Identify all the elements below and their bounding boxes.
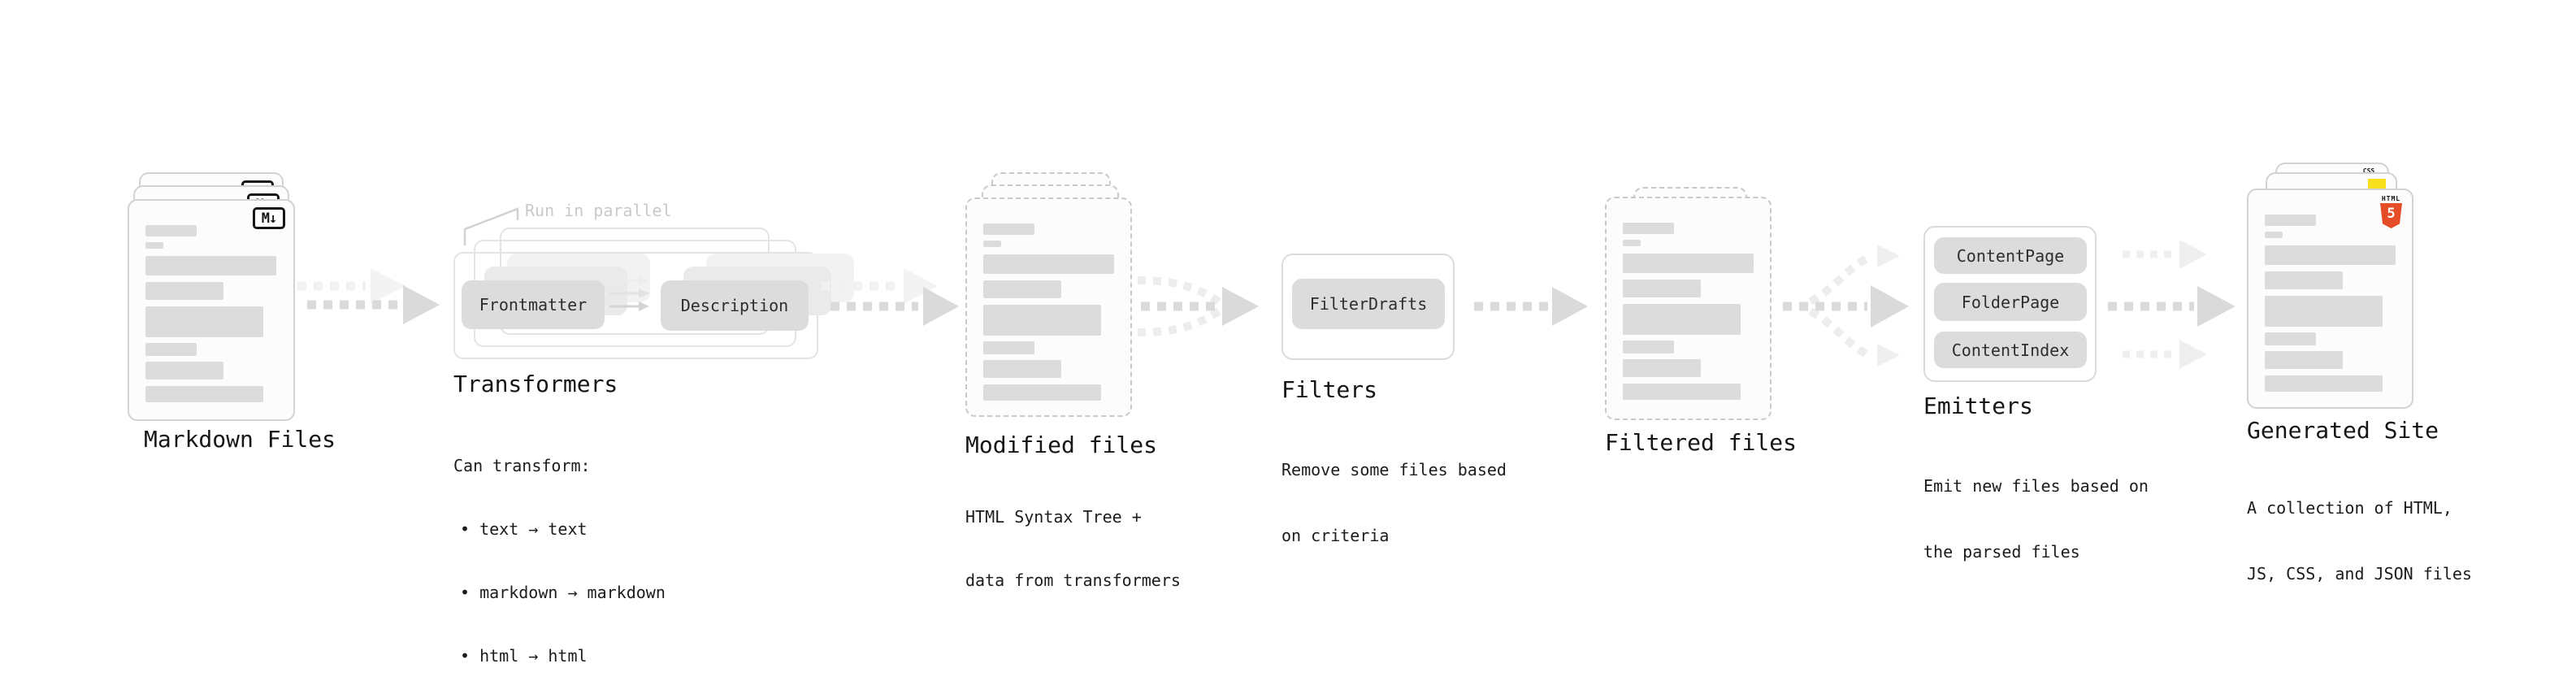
document-card [1605,197,1772,420]
text-line-placeholder [983,223,1034,235]
text-line-placeholder [983,280,1061,298]
stage-title: Markdown Files [144,426,336,453]
stage-title: Generated Site [2247,417,2439,444]
text-line-placeholder [2265,215,2316,226]
transformer-box-frontmatter: Frontmatter [462,280,605,329]
text-line-placeholder [983,384,1101,401]
description-line: data from transformers [965,570,1181,590]
description-line: Remove some files based [1281,460,1507,479]
text-line-placeholder [1623,340,1674,354]
stage-description: Can transform: • text → text • markdown … [453,413,666,681]
text-line-placeholder [2265,245,2396,265]
description-line: on criteria [1281,526,1390,545]
css-icon-label: CSS [2362,167,2375,175]
text-line-placeholder [2265,232,2283,238]
description-line: Emit new files based on [1923,476,2149,496]
filter-box-filterdrafts: FilterDrafts [1292,279,1445,329]
stage-title: Modified files [965,432,1158,458]
text-line-placeholder [2265,351,2343,369]
text-line-placeholder [145,282,223,300]
document-text-placeholder [967,199,1130,415]
text-line-placeholder [1623,240,1641,246]
run-in-parallel-annotation: Run in parallel [525,201,672,220]
stage-title: Transformers [453,371,618,397]
description-line: the parsed files [1923,542,2080,562]
js-icon [2368,179,2386,189]
text-line-placeholder [1623,359,1701,377]
bullet-line: • text → text [460,519,588,539]
transformer-box-description: Description [661,280,809,331]
document-card: M↓ [128,199,295,421]
text-line-placeholder [983,254,1114,274]
text-line-placeholder [2265,332,2316,345]
text-line-placeholder [983,305,1101,336]
text-line-placeholder [983,360,1061,378]
text-line-placeholder [983,241,1001,247]
description-line: Can transform: [453,456,591,475]
document-text-placeholder [2249,190,2412,407]
emitter-box-contentindex: ContentIndex [1934,332,2087,368]
document-text-placeholder [1607,198,1770,419]
stage-description: Remove some files based on criteria [1281,415,1507,591]
stage-description: A collection of HTML, JS, CSS, and JSON … [2247,453,2472,629]
text-line-placeholder [983,341,1034,354]
bullet-line: • html → html [460,646,588,666]
text-line-placeholder [145,256,276,275]
description-line: HTML Syntax Tree + [965,507,1142,527]
text-line-placeholder [1623,254,1754,273]
text-line-placeholder [145,242,163,249]
stage-title: Filters [1281,376,1378,403]
text-line-placeholder [145,225,197,236]
text-line-placeholder [145,343,197,356]
text-line-placeholder [2265,271,2343,289]
text-line-placeholder [1623,223,1674,234]
emitter-box-folderpage: FolderPage [1934,283,2087,321]
markdown-icon: M↓ [253,207,285,229]
stage-title: Emitters [1923,393,2033,419]
description-line: JS, CSS, and JSON files [2247,564,2472,583]
stage-description: HTML Syntax Tree + data from transformer… [965,464,1181,633]
html5-icon-shield: 5 [2380,203,2402,228]
text-line-placeholder [145,362,223,380]
stage-description: Emit new files based on the parsed files [1923,432,2149,607]
document-card [965,197,1132,417]
html5-icon: HTML 5 [2380,195,2402,228]
stage-title: Filtered files [1605,429,1798,456]
emitter-box-contentpage: ContentPage [1934,237,2087,274]
text-line-placeholder [1623,280,1701,297]
text-line-placeholder [145,306,263,337]
text-line-placeholder [2265,296,2383,327]
html5-icon-five: 5 [2387,206,2396,222]
document-card: HTML 5 [2247,189,2413,409]
html5-icon-label: HTML [2381,195,2401,202]
text-line-placeholder [1623,384,1741,400]
text-line-placeholder [2265,375,2383,392]
description-line: A collection of HTML, [2247,498,2452,518]
document-text-placeholder [129,201,293,419]
text-line-placeholder [1623,304,1741,335]
bullet-line: • markdown → markdown [460,583,666,602]
text-line-placeholder [145,386,263,402]
